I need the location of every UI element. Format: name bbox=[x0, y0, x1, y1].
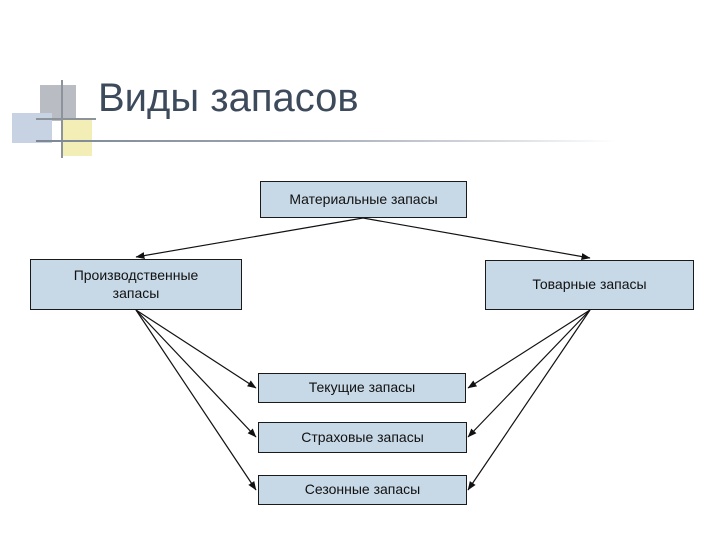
node-insurance-stocks: Страховые запасы bbox=[258, 422, 467, 453]
title-underline bbox=[36, 140, 616, 142]
arrow-production-to-seasonal bbox=[135, 309, 257, 491]
node-commodity-stocks: Товарные запасы bbox=[485, 260, 694, 310]
arrow-commodity-to-current bbox=[467, 309, 591, 389]
node-material-stocks: Материальные запасы bbox=[260, 181, 467, 218]
node-production-stocks: Производственные запасы bbox=[30, 259, 242, 310]
arrow-material-to-production bbox=[135, 217, 364, 260]
arrow-material-to-commodity bbox=[362, 217, 591, 260]
arrow-commodity-to-seasonal bbox=[467, 309, 591, 491]
arrow-production-to-insurance bbox=[135, 309, 257, 438]
arrow-commodity-to-insurance bbox=[467, 309, 591, 438]
slide-title: Виды запасов bbox=[98, 76, 359, 120]
arrow-production-to-current bbox=[135, 309, 257, 389]
node-seasonal-stocks: Сезонные запасы bbox=[258, 475, 467, 505]
node-current-stocks: Текущие запасы bbox=[258, 373, 466, 403]
